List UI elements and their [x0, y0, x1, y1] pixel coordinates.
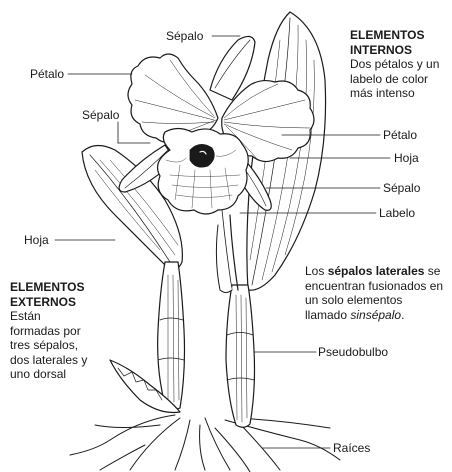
laterales-bold: sépalos laterales	[328, 264, 425, 278]
label-petalo-right: Pétalo	[383, 128, 417, 142]
leader-lines	[55, 36, 390, 448]
laterales-line-2: encuentran fusionados en	[305, 279, 452, 294]
externos-line-1: Están	[10, 309, 110, 324]
right-pseudobulb	[226, 285, 255, 427]
externos-line-5: uno dorsal	[10, 367, 110, 382]
flower-stem	[230, 215, 238, 290]
label-sepalo-right: Sépalo	[383, 181, 420, 195]
laterales-line-3: un solo elementos	[305, 293, 452, 308]
laterales-block: Los sépalos laterales se encuentran fusi…	[305, 264, 452, 322]
label-raices: Raíces	[333, 441, 370, 455]
roots	[70, 415, 340, 472]
internos-title-1: ELEMENTOS	[350, 28, 450, 43]
externos-title-1: ELEMENTOS	[10, 280, 110, 295]
internos-line-3: más intenso	[350, 86, 450, 101]
label-pseudobulbo: Pseudobulbo	[318, 345, 388, 359]
externos-line-4: dos laterales y	[10, 353, 110, 368]
label-petalo-left: Pétalo	[30, 67, 64, 81]
externos-line-3: tres sépalos,	[10, 338, 110, 353]
externos-title-2: EXTERNOS	[10, 295, 110, 310]
left-pseudobulb	[158, 262, 185, 409]
label-sepalo-top: Sépalo	[166, 29, 203, 43]
label-hoja-right: Hoja	[394, 151, 419, 165]
internos-block: ELEMENTOS INTERNOS Dos pétalos y un labe…	[350, 28, 450, 101]
label-sepalo-left: Sépalo	[82, 108, 119, 122]
internos-line-1: Dos pétalos y un	[350, 57, 450, 72]
externos-line-2: formadas por	[10, 324, 110, 339]
externos-block: ELEMENTOS EXTERNOS Están formadas por tr…	[10, 280, 110, 382]
internos-title-2: INTERNOS	[350, 43, 450, 58]
label-hoja-left: Hoja	[24, 233, 49, 247]
internos-line-2: labelo de color	[350, 72, 450, 87]
labellum	[158, 129, 249, 215]
laterales-line4-pre: llamado	[305, 308, 350, 322]
laterales-line4-italic: sinsépalo	[350, 308, 401, 322]
laterales-post: se	[424, 264, 440, 278]
laterales-pre: Los	[305, 264, 328, 278]
label-labelo: Labelo	[379, 206, 415, 220]
laterales-line4-post: .	[401, 308, 404, 322]
